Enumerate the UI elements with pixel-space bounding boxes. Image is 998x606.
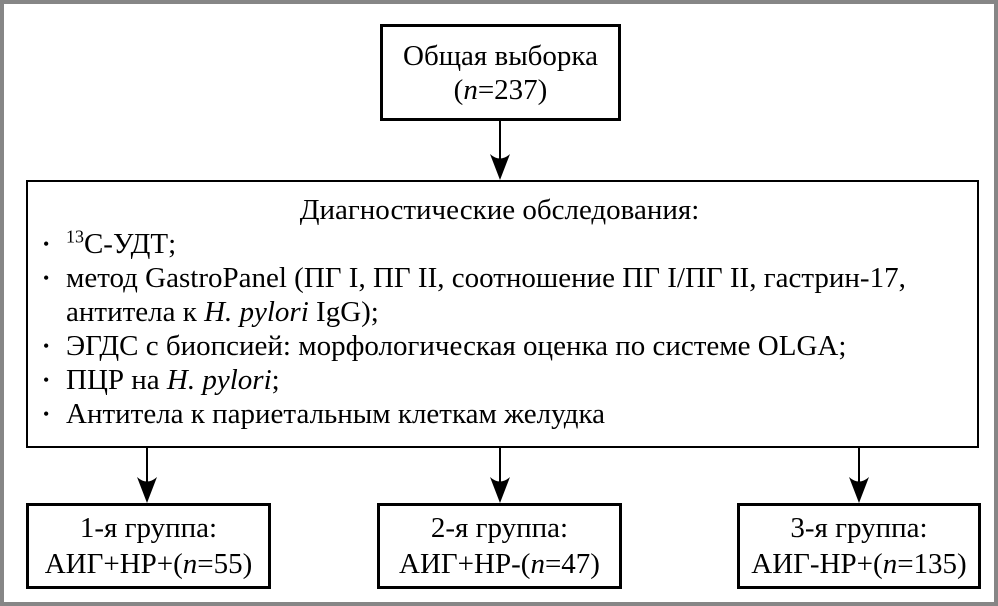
arrow-total-to-diagnostics	[490, 121, 510, 180]
list-item-text: 13C-УДТ;	[66, 226, 177, 260]
list-item-c13-ubt: • 13C-УДТ;	[28, 227, 971, 261]
list-item-text: Антитела к париетальным клеткам желудка	[66, 398, 606, 430]
bullet-icon: •	[43, 268, 50, 288]
diagnostics-title: Диагностические обследования:	[299, 194, 700, 226]
group-1-title: 1-я группа:	[79, 512, 218, 544]
bullet-icon: •	[43, 234, 50, 254]
arrow-shaft	[499, 121, 501, 162]
group-3-title: 3-я группа:	[790, 512, 928, 544]
arrow-shaft	[858, 448, 860, 485]
arrow-shaft	[146, 448, 148, 485]
group-3-label: АИГ-HP+(n=135)	[751, 548, 967, 580]
diagnostics-box: Диагностические обследования: • 13C-УДТ;…	[26, 180, 979, 448]
group-2-title: 2-я группа:	[430, 512, 569, 544]
total-sample-box: Общая выборка (n=237)	[380, 24, 621, 121]
bullet-icon: •	[43, 336, 50, 356]
arrow-diagnostics-to-group-1	[137, 448, 157, 503]
list-item-text: ПЦР на H. pylori;	[66, 364, 280, 396]
list-item-text: антитела к H. pylori IgG);	[66, 296, 379, 328]
list-item-parietal-antibodies: • Антитела к париетальным клеткам желудк…	[28, 397, 971, 431]
list-item-text: ЭГДС с биопсией: морфологическая оценка …	[66, 330, 847, 362]
list-item-pcr: • ПЦР на H. pylori;	[28, 363, 971, 397]
arrow-shaft	[499, 448, 501, 485]
group-1-box: 1-я группа: АИГ+HP+(n=55)	[26, 503, 271, 589]
diagnostics-list: • 13C-УДТ; • метод GastroPanel (ПГ I, ПГ…	[28, 227, 971, 431]
group-2-box: 2-я группа: АИГ+HP-(n=47)	[377, 503, 622, 589]
group-2-label: АИГ+HP-(n=47)	[399, 548, 600, 580]
total-sample-title: Общая выборка	[403, 39, 598, 72]
arrow-head-icon	[490, 154, 510, 180]
bullet-icon: •	[43, 404, 50, 424]
bullet-icon: •	[43, 370, 50, 390]
arrow-head-icon	[137, 477, 157, 503]
list-item-gastropanel: • метод GastroPanel (ПГ I, ПГ II, соотно…	[28, 261, 971, 329]
arrow-head-icon	[849, 477, 869, 503]
arrow-diagnostics-to-group-3	[849, 448, 869, 503]
arrow-diagnostics-to-group-2	[490, 448, 510, 503]
list-item-text: метод GastroPanel (ПГ I, ПГ II, соотноше…	[66, 262, 906, 294]
group-1-label: АИГ+HP+(n=55)	[44, 548, 253, 580]
list-item-egd-olga: • ЭГДС с биопсией: морфологическая оценк…	[28, 329, 971, 363]
arrow-head-icon	[490, 477, 510, 503]
group-3-box: 3-я группа: АИГ-HP+(n=135)	[737, 503, 981, 589]
total-sample-count: (n=237)	[453, 73, 548, 106]
